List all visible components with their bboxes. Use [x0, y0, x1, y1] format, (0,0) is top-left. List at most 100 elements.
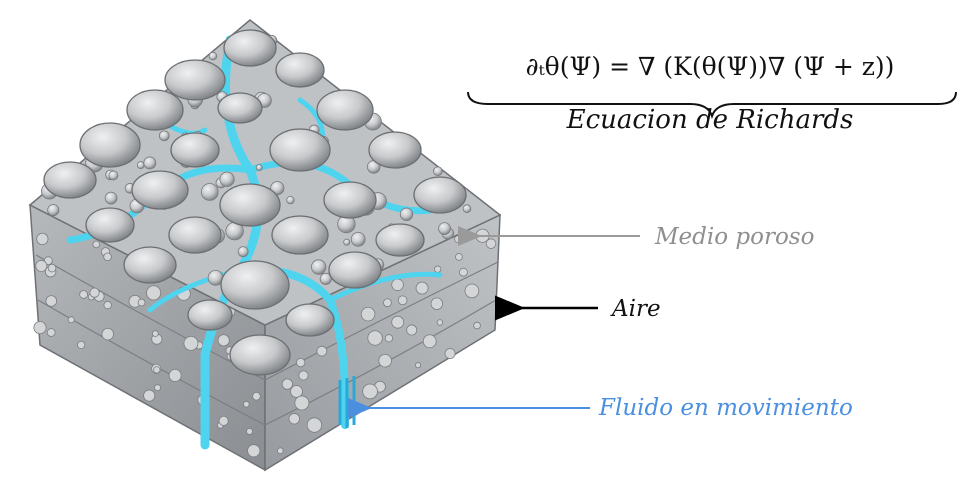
- rock: [285, 303, 335, 337]
- rock: [126, 89, 184, 131]
- side-pebble: [473, 321, 481, 330]
- equation-block: ∂ₜθ(Ψ) = ∇ (K(θ(Ψ))∇ (Ψ + z)) Ecuacion d…: [460, 52, 960, 135]
- side-pebble: [436, 319, 444, 326]
- side-pebble: [316, 345, 328, 357]
- pebble: [219, 171, 235, 187]
- side-pebble: [101, 327, 114, 341]
- side-pebble: [430, 297, 443, 310]
- side-pebble: [47, 263, 57, 273]
- pebble: [136, 161, 145, 170]
- rock: [170, 132, 220, 168]
- side-pebble: [384, 334, 394, 343]
- rock: [269, 128, 331, 172]
- side-pebble: [152, 330, 159, 337]
- side-pebble: [414, 362, 422, 369]
- pebble: [255, 164, 263, 171]
- side-pebble: [485, 238, 497, 249]
- rock: [85, 207, 135, 243]
- side-pebble: [45, 295, 58, 307]
- pebble: [237, 246, 249, 258]
- pebble: [343, 238, 351, 246]
- rock: [229, 334, 291, 376]
- moving-fluid-label: Fluido en movimiento: [599, 395, 853, 421]
- side-pebble: [362, 383, 378, 400]
- pebble: [143, 156, 157, 170]
- side-pebble: [397, 295, 408, 306]
- side-pebble: [276, 447, 284, 455]
- rock: [223, 29, 277, 67]
- rock: [79, 122, 141, 168]
- side-pebble: [67, 316, 75, 324]
- rock: [271, 215, 329, 255]
- side-pebble: [36, 232, 49, 246]
- side-pebble: [217, 334, 230, 347]
- rock: [328, 251, 382, 289]
- pebble: [158, 130, 170, 142]
- richards-equation: ∂ₜθ(Ψ) = ∇ (K(θ(Ψ))∇ (Ψ + z)): [525, 52, 895, 81]
- rock: [219, 183, 281, 227]
- side-pebble: [103, 252, 112, 262]
- side-pebble: [367, 330, 383, 346]
- side-pebble: [103, 300, 112, 310]
- side-pebble: [143, 389, 156, 402]
- side-pebble: [77, 340, 86, 349]
- side-pebble: [464, 283, 480, 299]
- side-pebble: [306, 417, 323, 433]
- pebble: [311, 259, 327, 275]
- side-pebble: [33, 321, 47, 335]
- side-pebble: [406, 324, 418, 336]
- pebble: [462, 204, 472, 213]
- side-pebble: [434, 265, 442, 273]
- side-pebble: [383, 298, 392, 308]
- side-pebble: [79, 290, 88, 299]
- side-pebble: [391, 315, 405, 329]
- rock: [168, 216, 222, 254]
- top-rocks: [41, 29, 472, 376]
- side-pebble: [281, 378, 293, 390]
- side-pebble: [290, 385, 303, 398]
- pebble: [399, 207, 414, 221]
- side-pebble: [218, 415, 229, 426]
- pebble: [200, 183, 219, 201]
- pebble: [108, 170, 119, 181]
- pebble: [286, 195, 295, 205]
- side-pebble: [89, 287, 100, 298]
- side-pebble: [35, 259, 48, 272]
- side-pebble: [415, 281, 429, 295]
- side-pebble: [444, 348, 456, 360]
- side-pebble: [391, 278, 404, 291]
- side-pebble: [137, 298, 146, 307]
- side-pebble: [288, 413, 300, 425]
- side-pebble: [146, 285, 162, 301]
- pebble: [104, 191, 118, 205]
- side-pebble: [154, 384, 162, 392]
- side-pebble: [252, 392, 261, 401]
- side-pebble: [378, 353, 392, 368]
- soil-block: [28, 19, 502, 472]
- rock: [164, 59, 226, 101]
- side-pebble: [247, 444, 261, 458]
- rock: [316, 89, 374, 131]
- side-pebble: [46, 328, 56, 337]
- rock: [131, 170, 189, 210]
- side-pebble: [298, 370, 309, 381]
- rock: [187, 299, 233, 331]
- side-pebble: [294, 395, 310, 411]
- side-pebble: [153, 366, 161, 374]
- pebble: [433, 166, 443, 177]
- rock: [217, 92, 263, 124]
- side-pebble: [92, 240, 101, 249]
- side-pebble: [360, 306, 376, 322]
- side-pebble: [455, 253, 463, 261]
- side-pebble: [243, 401, 250, 408]
- porous-medium-label: Medio poroso: [655, 224, 815, 250]
- side-pebble: [168, 369, 182, 382]
- pebble: [47, 204, 60, 217]
- side-pebble: [246, 427, 253, 435]
- side-pebble: [296, 357, 306, 368]
- side-pebble: [183, 335, 199, 351]
- air-label: Aire: [612, 296, 661, 322]
- rock: [368, 131, 422, 169]
- equation-underbrace: [467, 91, 957, 120]
